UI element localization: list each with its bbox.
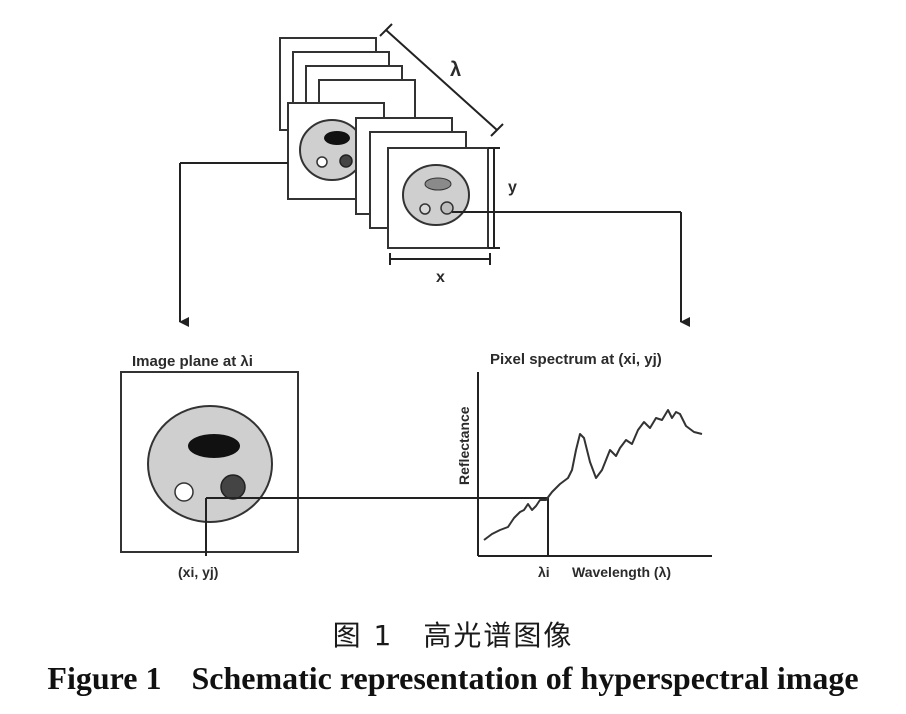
reflectance-axis-label: Reflectance [456,406,472,485]
cube-wavelength-axis [379,23,504,137]
pixel-connector-line [205,497,549,556]
spectrum-axes [477,372,712,557]
pixel-spectrum-title: Pixel spectrum at (xi, yj) [490,351,662,368]
cube-x-label: x [436,269,445,286]
hyperspectral-diagram: λ y x Image plane at λi (xi, yj) Pix [120,23,712,580]
image-plane-title: Image plane at λi [132,353,253,370]
caption-english-text: Schematic representation of hyperspectra… [191,660,859,696]
cube-lambda-label: λ [450,59,461,81]
pixel-coord-label: (xi, yj) [178,564,218,580]
cube-front-frame [387,147,489,249]
band-marker-label: λi [538,564,550,580]
spectrum-curve [483,409,703,541]
caption-figure-number: Figure 1 [47,660,162,696]
wavelength-axis-label: Wavelength (λ) [572,564,671,580]
cube-y-label: y [508,179,517,196]
caption-chinese: 图 1 高光谱图像 [332,619,574,652]
image-plane-panel [120,371,299,553]
caption-english: Figure 1 Schematic representation of hype… [0,660,906,697]
arrow-to-image-plane [179,162,288,327]
arrow-to-pixel-spectrum [452,211,690,327]
cube-x-axis [389,253,491,265]
cube-y-axis [488,147,500,249]
